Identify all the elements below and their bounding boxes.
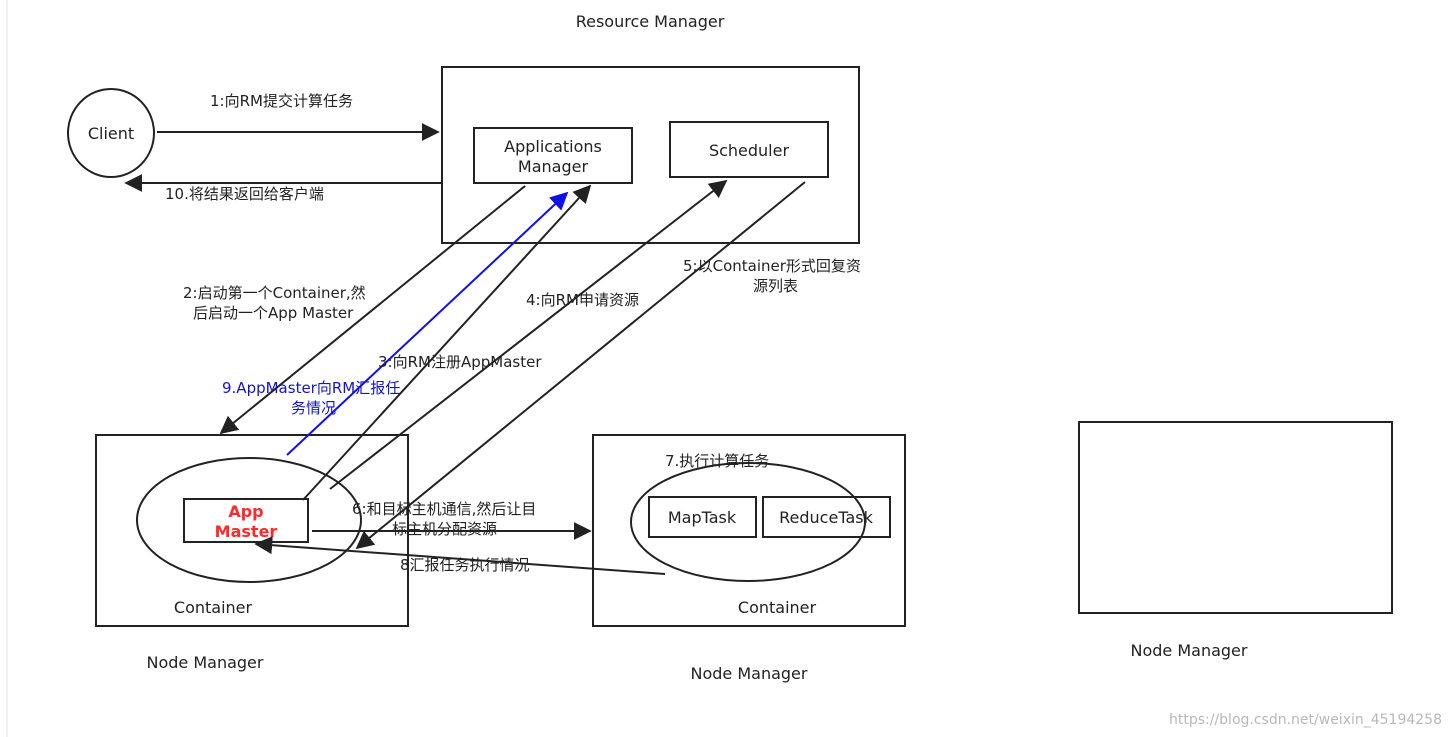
- app-master-label-1: App: [228, 502, 263, 521]
- client-label: Client: [88, 124, 134, 143]
- step-5-label-1: 5:以Container形式回复资: [683, 257, 861, 275]
- arrow-3-register-appmaster: [302, 184, 592, 501]
- step-9-label-2: 务情况: [291, 399, 336, 417]
- container-1-ellipse: [136, 457, 362, 583]
- reduce-task-box: [762, 496, 891, 538]
- arrow-9-report-to-rm: [286, 191, 569, 456]
- applications-manager-label-2: Manager: [518, 157, 589, 176]
- node-manager-2-box: [592, 434, 906, 627]
- node-manager-3-title: Node Manager: [1131, 641, 1248, 660]
- watermark-text: https://blog.csdn.net/weixin_45194258: [1169, 712, 1442, 728]
- step-2-label-2: 后启动一个App Master: [193, 304, 354, 322]
- map-task-label: MapTask: [668, 508, 737, 527]
- scheduler-box: [669, 121, 829, 178]
- map-task-box: [648, 496, 757, 538]
- step-4-label: 4:向RM申请资源: [526, 291, 639, 309]
- arrow-2-start-container: [219, 185, 526, 435]
- applications-manager-box: [473, 127, 633, 184]
- container-2-label: Container: [738, 598, 817, 617]
- applications-manager-label-1: Applications: [504, 137, 602, 156]
- node-manager-3-box: [1078, 421, 1393, 614]
- resource-manager-box: [441, 66, 860, 244]
- app-master-label-2: Master: [215, 522, 278, 541]
- step-9-label-1: 9.AppMaster向RM汇报任: [222, 379, 400, 397]
- client-node: [67, 88, 155, 178]
- arrow-8-report-status: [254, 536, 666, 575]
- step-8-label: 8汇报任务执行情况: [400, 556, 530, 574]
- step-6-label-1: 6:和目标主机通信,然后让目: [352, 500, 536, 518]
- node-manager-1-title: Node Manager: [147, 653, 264, 672]
- resource-manager-title: Resource Manager: [576, 12, 725, 31]
- scheduler-label: Scheduler: [709, 141, 790, 160]
- step-6-label-2: 标主机分配资源: [392, 520, 497, 538]
- arrow-4-request-resources: [329, 179, 728, 490]
- step-10-label: 10.将结果返回给客户端: [165, 185, 324, 203]
- app-master-box: [183, 498, 309, 543]
- node-manager-2-title: Node Manager: [691, 664, 808, 683]
- arrow-5-return-resources: [355, 181, 806, 550]
- container-1-label: Container: [174, 598, 253, 617]
- container-2-ellipse: [630, 462, 866, 582]
- reduce-task-label: ReduceTask: [779, 508, 873, 527]
- step-2-label-1: 2:启动第一个Container,然: [183, 284, 366, 302]
- step-7-label: 7.执行计算任务: [665, 452, 769, 470]
- step-3-label: 3:向RM注册AppMaster: [378, 353, 542, 371]
- step-5-label-2: 源列表: [753, 277, 798, 295]
- step-1-label: 1:向RM提交计算任务: [210, 92, 353, 110]
